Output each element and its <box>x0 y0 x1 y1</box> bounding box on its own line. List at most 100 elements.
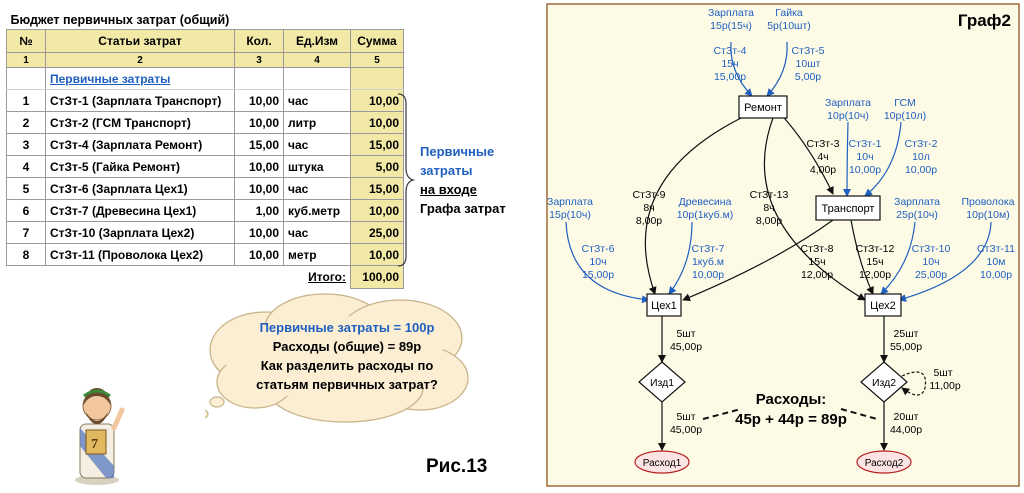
node-izd1[interactable]: Изд1 <box>638 361 686 403</box>
source-zarplata-ceh2: Зарплата 25р(10ч) <box>894 196 940 221</box>
row-sum: 25,00 <box>350 221 404 244</box>
row-unit: литр <box>283 111 351 134</box>
row-sum: 10,00 <box>350 111 404 134</box>
row-name: СтЗт-4 (Зарплата Ремонт) <box>45 133 235 156</box>
node-label: Транспорт <box>822 203 875 215</box>
section-primary-costs-link[interactable]: Первичные затраты <box>45 67 235 90</box>
row-number: 1 <box>6 89 46 112</box>
svg-text:СтЗт-13: СтЗт-13 <box>750 189 789 201</box>
svg-text:СтЗт-7: СтЗт-7 <box>692 243 725 255</box>
svg-text:44,00р: 44,00р <box>890 424 922 436</box>
source-drevesina: Древесина 10р(1куб.м) <box>677 196 734 221</box>
svg-text:СтЗт-12: СтЗт-12 <box>856 243 895 255</box>
row-number: 3 <box>6 133 46 156</box>
edge-label-izd2-loop: 5шт 11,00р <box>929 367 960 392</box>
figure-label: Рис.13 <box>426 456 488 477</box>
edge-label-st11: СтЗт-11 10м 10,00р <box>977 243 1015 281</box>
edge-label-ceh2-izd2: 25шт 55,00р <box>890 328 922 353</box>
edge-transport-ceh1 <box>682 219 834 302</box>
svg-text:10л: 10л <box>912 151 930 163</box>
svg-text:15,00р: 15,00р <box>582 269 614 281</box>
thought-text: Первичные затраты = 100р Расходы (общие)… <box>232 318 462 394</box>
svg-text:СтЗт-2: СтЗт-2 <box>905 138 938 150</box>
row-number: 7 <box>6 221 46 244</box>
row-qty: 10,00 <box>234 89 284 112</box>
row-qty: 15,00 <box>234 133 284 156</box>
thought-line: Как разделить расходы по <box>260 358 434 373</box>
node-transport[interactable]: Транспорт <box>815 195 881 221</box>
edge-label-st7: СтЗт-7 1куб.м 10,00р <box>692 243 725 281</box>
svg-text:СтЗт-5: СтЗт-5 <box>792 45 825 57</box>
node-remont[interactable]: Ремонт <box>738 95 788 119</box>
graph-frame <box>546 3 1020 487</box>
node-ceh1[interactable]: Цех1 <box>646 293 682 317</box>
row-name: СтЗт-11 (Проволока Цех2) <box>45 243 235 266</box>
row-sum: 10,00 <box>350 199 404 222</box>
row-unit: куб.метр <box>283 199 351 222</box>
svg-text:5шт: 5шт <box>933 367 952 379</box>
total-label: Итого: <box>308 270 346 285</box>
svg-text:12,00р: 12,00р <box>801 269 833 281</box>
edge-label-ceh1-izd1: 5шт 45,00р <box>670 328 702 353</box>
node-label: Изд2 <box>872 377 896 389</box>
header-number: № <box>6 29 46 53</box>
node-ceh2[interactable]: Цех2 <box>864 293 902 317</box>
row-number: 8 <box>6 243 46 266</box>
svg-text:15,00р: 15,00р <box>714 71 746 83</box>
node-label: Цех2 <box>870 300 896 312</box>
edge-drevesina-ceh1 <box>668 221 693 295</box>
row-unit: час <box>283 133 351 156</box>
svg-text:5шт: 5шт <box>676 411 695 423</box>
edge-label-st1: СтЗт-1 10ч 10,00р <box>849 138 882 176</box>
row-qty: 10,00 <box>234 155 284 178</box>
note-line: затраты <box>420 163 473 178</box>
row-name: СтЗт-7 (Древесина Цех1) <box>45 199 235 222</box>
header-item: Статьи затрат <box>45 29 235 53</box>
row-name: СтЗт-5 (Гайка Ремонт) <box>45 155 235 178</box>
svg-text:СтЗт-1: СтЗт-1 <box>849 138 882 150</box>
row-unit: штука <box>283 155 351 178</box>
col-number-3: 3 <box>234 52 284 68</box>
primary-costs-note: Первичные затраты на входе Графа затрат <box>420 142 506 218</box>
svg-text:45,00р: 45,00р <box>670 341 702 353</box>
svg-text:4,00р: 4,00р <box>810 164 836 176</box>
svg-text:25р(10ч): 25р(10ч) <box>896 209 938 221</box>
svg-text:4ч: 4ч <box>817 151 828 163</box>
node-izd2[interactable]: Изд2 <box>860 361 908 403</box>
svg-text:Зарплата: Зарплата <box>547 196 593 208</box>
expenses-title: Расходы: <box>756 391 827 408</box>
header-sum: Сумма <box>350 29 404 53</box>
svg-text:12,00р: 12,00р <box>859 269 891 281</box>
svg-text:Зарплата: Зарплата <box>825 97 871 109</box>
node-rashod2[interactable]: Расход2 <box>856 450 912 474</box>
source-gaika: Гайка 5р(10шт) <box>767 7 811 32</box>
table-row: 3 СтЗт-4 (Зарплата Ремонт) 15,00 час 15,… <box>6 133 404 156</box>
node-rashod1[interactable]: Расход1 <box>634 450 690 474</box>
table-row: 6 СтЗт-7 (Древесина Цех1) 1,00 куб.метр … <box>6 199 404 222</box>
note-line: Графа затрат <box>420 201 506 216</box>
edge-label-st13: СтЗт-13 8ч 8,00р <box>750 189 789 227</box>
svg-text:10,00р: 10,00р <box>849 164 881 176</box>
table-row: 5 СтЗт-6 (Зарплата Цех1) 10,00 час 15,00 <box>6 177 404 200</box>
svg-text:5шт: 5шт <box>676 328 695 340</box>
curly-brace <box>397 93 416 267</box>
edge-izd2-loop <box>901 371 927 396</box>
source-zarplata-remont: Зарплата 15р(15ч) <box>708 7 754 32</box>
svg-text:10,00р: 10,00р <box>692 269 724 281</box>
edge-label-st10: СтЗт-10 10ч 25,00р <box>912 243 951 281</box>
svg-text:10ч: 10ч <box>856 151 873 163</box>
edge-zarplata-transport <box>843 121 852 197</box>
col-number-2: 2 <box>45 52 235 68</box>
row-name: СтЗт-2 (ГСМ Транспорт) <box>45 111 235 134</box>
svg-text:11,00р: 11,00р <box>929 380 960 392</box>
row-number: 2 <box>6 111 46 134</box>
edge-label-st5: СтЗт-5 10шт 5,00р <box>792 45 825 83</box>
svg-text:Зарплата: Зарплата <box>708 7 754 19</box>
svg-text:15ч: 15ч <box>808 256 825 268</box>
edge-zarplata-remont <box>730 41 753 97</box>
row-unit: час <box>283 89 351 112</box>
table-row: 4 СтЗт-5 (Гайка Ремонт) 10,00 штука 5,00 <box>6 155 404 178</box>
row-qty: 10,00 <box>234 221 284 244</box>
budget-title: Бюджет первичных затрат (общий) <box>6 10 284 30</box>
svg-text:8,00р: 8,00р <box>756 215 782 227</box>
